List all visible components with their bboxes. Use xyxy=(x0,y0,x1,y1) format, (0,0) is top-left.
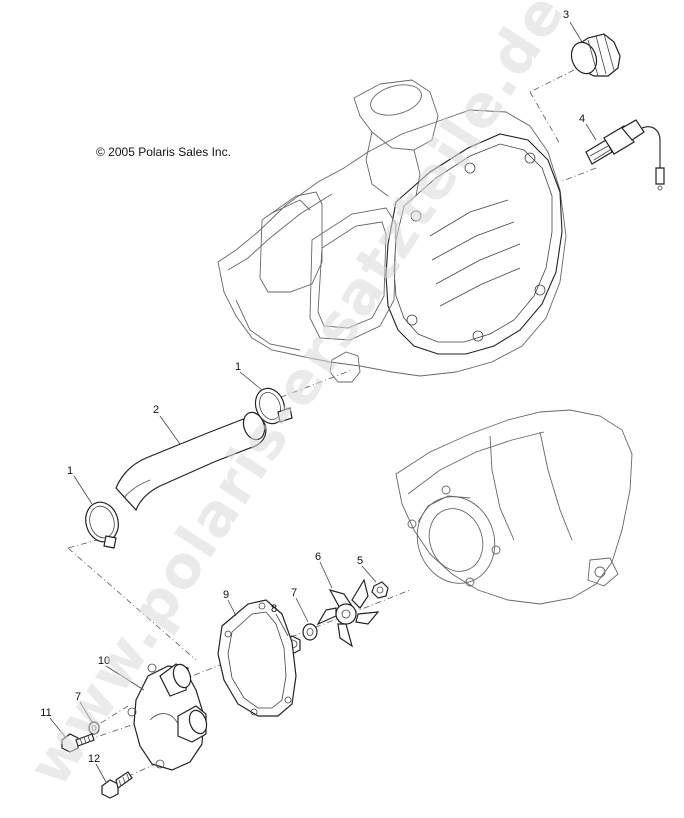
cylinder-head-outline xyxy=(217,79,567,383)
callout-1-upper: 1 xyxy=(235,361,241,373)
callout-7-middle: 7 xyxy=(291,587,297,599)
part-9-gasket xyxy=(217,599,297,717)
callout-4: 4 xyxy=(579,113,585,125)
callout-6: 6 xyxy=(315,551,321,563)
part-10-pump-cover xyxy=(127,663,208,771)
callout-5: 5 xyxy=(357,555,363,567)
part-6-impeller xyxy=(316,578,380,648)
callout-10: 10 xyxy=(98,655,110,667)
callout-9: 9 xyxy=(223,589,229,601)
part-1-hose-clamp-upper xyxy=(254,387,293,425)
callout-11: 11 xyxy=(40,707,51,719)
part-7-washer-lower xyxy=(88,721,100,735)
part-5-nut xyxy=(371,581,389,599)
callout-1-lower: 1 xyxy=(67,465,73,477)
part-11-bolt xyxy=(61,733,95,753)
crankcase-outline xyxy=(395,409,633,605)
callout-2: 2 xyxy=(153,404,159,416)
callout-3: 3 xyxy=(563,9,569,21)
part-7-washer xyxy=(302,623,318,641)
part-1-hose-clamp-lower xyxy=(85,501,119,549)
part-2-coolant-hose xyxy=(115,411,267,512)
copyright-text: © 2005 Polaris Sales Inc. xyxy=(96,145,231,159)
watermark: www.polaris-ersatzteile.de xyxy=(15,0,579,798)
part-3-cap xyxy=(570,33,621,77)
part-12-bolt xyxy=(101,771,133,799)
callout-12: 12 xyxy=(88,753,100,765)
part-4-temp-sensor xyxy=(585,119,665,191)
callout-leaders xyxy=(49,21,597,783)
callout-7-lower: 7 xyxy=(75,691,81,703)
callout-8: 8 xyxy=(271,603,277,615)
